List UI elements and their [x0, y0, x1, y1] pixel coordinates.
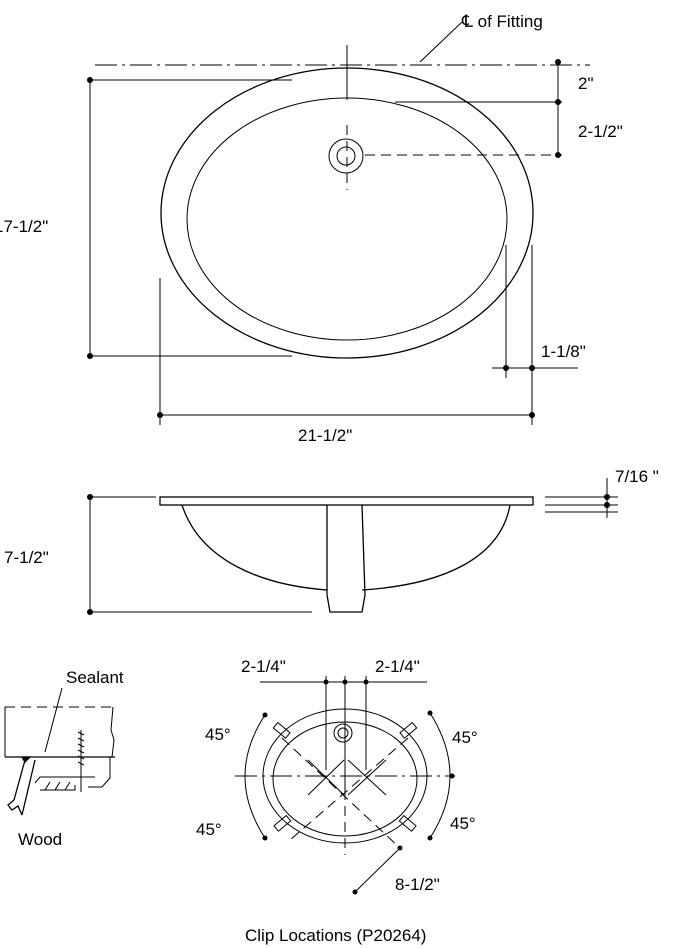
dim-8-1-2: 8-1/2": [395, 875, 440, 894]
clip-bottom-right: [398, 814, 417, 832]
dim-2: 2": [578, 74, 594, 93]
sink-inner-bowl: [186, 97, 508, 341]
clip: [34, 776, 95, 791]
bowl-left-profile: [181, 504, 328, 591]
angle-top-right: 45°: [452, 728, 478, 747]
dim-right-2-1-4: 2-1/4": [375, 657, 420, 676]
clip-bottom-left: [273, 814, 292, 832]
sealant-label: Sealant: [66, 668, 124, 687]
wood-label: Wood: [18, 830, 62, 849]
drain-profile: [326, 504, 366, 613]
dim-left-2-1-4: 2-1/4": [241, 657, 286, 676]
clip-locations-caption: Clip Locations (P20264): [245, 926, 426, 945]
clip-view-inner-bowl: [272, 721, 418, 837]
dim-21-1-2: 21-1/2": [298, 426, 352, 445]
clip-top-right: [399, 721, 418, 739]
clip-locations-view: 2-1/4" 2-1/4" 45° 45° 45° 45° 8-1/2" Cli…: [196, 657, 478, 945]
sink-rim-profile: [159, 496, 534, 506]
sink-edge: [7, 759, 36, 816]
sink-outer-rim: [160, 67, 534, 359]
centerline-leader: [419, 21, 463, 63]
bowl-right-profile: [361, 504, 511, 591]
top-view: ℄ of Fitting 17-1/2" 2" 2-1/2" 1-1/8" 21…: [0, 12, 623, 445]
side-view: 7-1/2" 7/16 ": [4, 467, 659, 615]
mounting-detail: Sealant Wood: [4, 668, 124, 849]
dim-17-1-2: 17-1/2": [0, 217, 48, 236]
dim-2-1-2: 2-1/2": [578, 122, 623, 141]
dim-7-16: 7/16 ": [615, 467, 659, 486]
drain-outer: [328, 138, 364, 174]
clip-top-left: [272, 721, 291, 739]
angle-top-left: 45°: [205, 725, 231, 744]
angle-bottom-left: 45°: [196, 820, 222, 839]
angle-bottom-right: 45°: [450, 814, 476, 833]
dim-1-1-8: 1-1/8": [541, 342, 586, 361]
centerline-label: ℄ of Fitting: [461, 12, 543, 31]
dim-7-1-2: 7-1/2": [4, 548, 49, 567]
drain-inner: [336, 146, 356, 166]
